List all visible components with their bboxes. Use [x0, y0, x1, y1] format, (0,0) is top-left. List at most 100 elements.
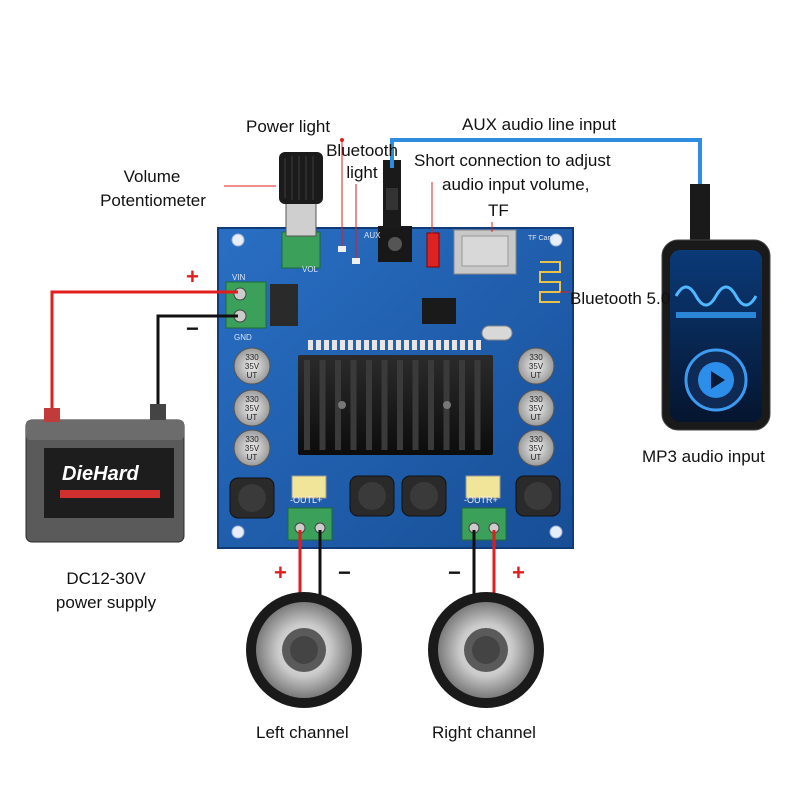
smd-row [308, 340, 481, 350]
left-channel-label: Left channel [256, 723, 349, 742]
smd-component [444, 340, 449, 350]
smd-component [396, 340, 401, 350]
right-output-terminal [461, 475, 507, 541]
tf-card-slot [453, 229, 517, 275]
heatsink-fin [474, 360, 481, 450]
smd-component [476, 340, 481, 350]
smd-component [372, 340, 377, 350]
smd-component [452, 340, 457, 350]
bluetooth-light-label-line1: Bluetooth [326, 141, 398, 160]
right-plus-sign: + [512, 560, 525, 585]
heatsink-fin [428, 360, 434, 450]
right-minus-sign: − [448, 560, 461, 585]
heatsink-fin [366, 360, 372, 450]
power-positive-wire [50, 290, 238, 420]
capacitor [517, 389, 555, 427]
chip [422, 298, 456, 324]
left-output-terminal [287, 475, 333, 541]
smd-component [324, 340, 329, 350]
mp3-player [661, 239, 771, 431]
mount-hole [549, 233, 563, 247]
inductors [229, 475, 561, 519]
heatsink-fin [459, 360, 465, 450]
power-terminal [225, 281, 298, 329]
leader-lines [224, 138, 570, 293]
bluetooth-antenna [539, 261, 561, 303]
volume-pot-label-line1: Volume [123, 167, 181, 186]
bluetooth-light-label-line2: light [346, 163, 378, 182]
smd-component [364, 340, 369, 350]
capacitor-label: 330 [245, 435, 259, 444]
heatsink-fin [397, 360, 403, 450]
capacitor-label: 35V [245, 362, 260, 371]
silk-outr: -OUTR+ [464, 495, 498, 505]
mp3-input-label: MP3 audio input [642, 447, 765, 466]
heatsink-fin [412, 360, 419, 450]
heatsink-fin [381, 360, 388, 450]
capacitor-label: 330 [245, 395, 259, 404]
heatsink-fin [350, 360, 357, 450]
wires [50, 138, 702, 598]
inductor-core [410, 482, 438, 510]
silk-vol: VOL [302, 265, 319, 274]
smd-component [348, 340, 353, 350]
capacitor-label: 330 [245, 353, 259, 362]
capacitor-label: UT [247, 371, 258, 380]
volume-pot-label-line2: Potentiometer [100, 191, 206, 210]
smd-component [316, 340, 321, 350]
capacitor [233, 347, 271, 385]
heatsink [298, 355, 493, 455]
aux-plug [690, 184, 710, 246]
left-speaker [246, 592, 362, 708]
capacitor-label: 35V [245, 444, 260, 453]
smd-component [420, 340, 425, 350]
smd-component [412, 340, 417, 350]
tf-label: TF [488, 201, 509, 220]
power-led [338, 246, 346, 252]
smd-component [332, 340, 337, 350]
smd-component [340, 340, 345, 350]
smd-component [308, 340, 313, 350]
heatsink-fin [319, 360, 326, 450]
crystal [481, 325, 513, 341]
capacitor [517, 429, 555, 467]
aux-jack [378, 160, 412, 262]
capacitor-label: 330 [529, 435, 543, 444]
capacitor-label: 35V [245, 404, 260, 413]
silk-outl: -OUTL+ [290, 495, 322, 505]
capacitor [233, 389, 271, 427]
inductor-core [524, 482, 552, 510]
aux-cable [390, 138, 702, 188]
inductor-core [238, 484, 266, 512]
capacitor-label: 35V [529, 444, 544, 453]
power-negative-wire [156, 314, 238, 410]
battery-brand: DieHard [62, 463, 139, 485]
silk-aux: AUX [364, 231, 381, 240]
power-light-label: Power light [246, 117, 331, 136]
smd-component [404, 340, 409, 350]
capacitor [233, 429, 271, 467]
capacitor-label: 35V [529, 404, 544, 413]
right-channel-label: Right channel [432, 723, 536, 742]
smd-component [436, 340, 441, 350]
right-speaker [428, 592, 544, 708]
heatsink-fin [304, 360, 310, 450]
power-minus-sign: − [186, 316, 199, 341]
capacitor-label: UT [531, 453, 542, 462]
capacitor-label: UT [247, 453, 258, 462]
power-supply-label-line1: DC12-30V [66, 569, 146, 588]
mount-hole [231, 233, 245, 247]
power-plus-sign: + [186, 264, 199, 289]
bluetooth-version-label: Bluetooth 5.0 [570, 289, 671, 308]
aux-input-label: AUX audio line input [462, 115, 617, 134]
smd-component [428, 340, 433, 350]
silk-tf-card: TF Card [528, 235, 554, 242]
left-plus-sign: + [274, 560, 287, 585]
capacitor-label: 330 [529, 395, 543, 404]
smd-component [356, 340, 361, 350]
smd-component [388, 340, 393, 350]
mount-hole [549, 525, 563, 539]
